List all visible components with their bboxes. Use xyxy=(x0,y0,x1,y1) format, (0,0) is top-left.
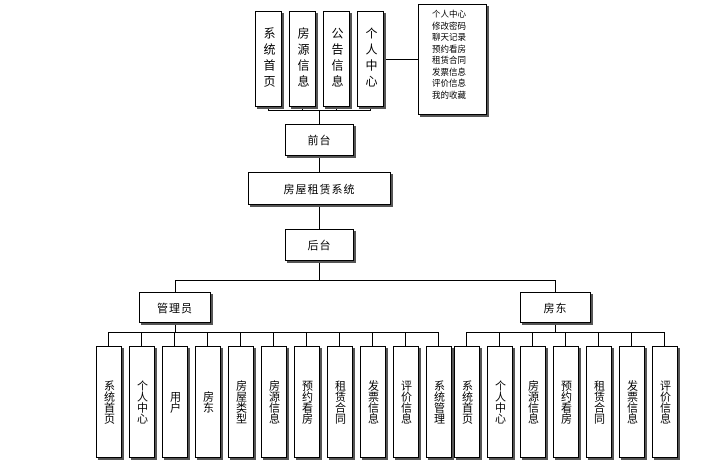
note-line: 个人中心 xyxy=(432,10,467,20)
landlord-drop xyxy=(532,332,533,346)
admin-drop xyxy=(339,332,340,346)
personal-center-note: 个人中心修改密码聊天记录预约看房租赁合同发票信息评价信息我的收藏 xyxy=(418,4,487,115)
admin-drop xyxy=(207,332,208,346)
landlord-box: 房东 xyxy=(520,292,591,323)
landlord-module-box: 发票信息 xyxy=(619,346,645,458)
landlord-drop xyxy=(565,332,566,346)
note-line: 租赁合同 xyxy=(432,56,467,66)
system-back-link xyxy=(319,204,320,230)
front-connector-1 xyxy=(268,106,269,111)
note-line: 修改密码 xyxy=(432,21,467,32)
front-module-box: 个人中心 xyxy=(357,11,384,107)
role-branch-line xyxy=(175,280,556,281)
admin-drop xyxy=(273,332,274,346)
front-module-box: 房源信息 xyxy=(289,11,316,107)
note-line: 发票信息 xyxy=(432,67,467,78)
landlord-module-box: 系统首页 xyxy=(454,346,480,458)
admin-module-box: 房东 xyxy=(195,346,221,458)
landlord-module-box: 预约看房 xyxy=(553,346,579,458)
front-connector-4 xyxy=(370,106,371,111)
landlord-module-box: 评价信息 xyxy=(652,346,678,458)
admin-module-box: 评价信息 xyxy=(393,346,419,458)
admin-module-box: 发票信息 xyxy=(360,346,386,458)
admin-drop xyxy=(174,332,175,346)
front-connector-3 xyxy=(336,106,337,111)
admin-link xyxy=(175,280,176,293)
landlord-module-box: 个人中心 xyxy=(487,346,513,458)
admin-box: 管理员 xyxy=(139,292,211,323)
admin-drop xyxy=(405,332,406,346)
admin-module-box: 房屋类型 xyxy=(228,346,254,458)
landlord-drop xyxy=(466,332,467,346)
admin-module-box: 租赁合同 xyxy=(327,346,353,458)
note-connector xyxy=(384,59,418,60)
front-box: 前台 xyxy=(285,124,354,156)
landlord-link xyxy=(555,280,556,293)
landlord-module-box: 房源信息 xyxy=(520,346,546,458)
admin-drop xyxy=(306,332,307,346)
admin-drop xyxy=(141,332,142,346)
admin-module-box: 用户 xyxy=(162,346,188,458)
admin-module-box: 房源信息 xyxy=(261,346,287,458)
note-line: 聊天记录 xyxy=(432,33,467,43)
landlord-module-box: 租赁合同 xyxy=(586,346,612,458)
admin-module-box: 预约看房 xyxy=(294,346,320,458)
note-line: 我的收藏 xyxy=(432,90,467,101)
landlord-drop xyxy=(631,332,632,346)
landlord-drop xyxy=(598,332,599,346)
admin-trunk xyxy=(175,322,176,332)
admin-module-box: 系统管理 xyxy=(426,346,452,458)
admin-module-box: 个人中心 xyxy=(129,346,155,458)
back-box: 后台 xyxy=(285,229,354,261)
front-module-box: 系统首页 xyxy=(255,11,282,107)
front-trunk xyxy=(319,110,320,124)
landlord-drop xyxy=(499,332,500,346)
admin-module-box: 系统首页 xyxy=(96,346,122,458)
admin-drop xyxy=(438,332,439,346)
front-connector-2 xyxy=(302,106,303,111)
admin-drop xyxy=(108,332,109,346)
note-line: 预约看房 xyxy=(432,44,467,55)
landlord-drop xyxy=(664,332,665,346)
front-system-link xyxy=(319,155,320,172)
admin-drop xyxy=(240,332,241,346)
back-trunk xyxy=(319,260,320,280)
note-line: 评价信息 xyxy=(432,79,467,89)
system-box: 房屋租赁系统 xyxy=(248,172,391,205)
front-module-box: 公告信息 xyxy=(323,11,350,107)
landlord-trunk xyxy=(555,322,556,332)
admin-drop xyxy=(372,332,373,346)
